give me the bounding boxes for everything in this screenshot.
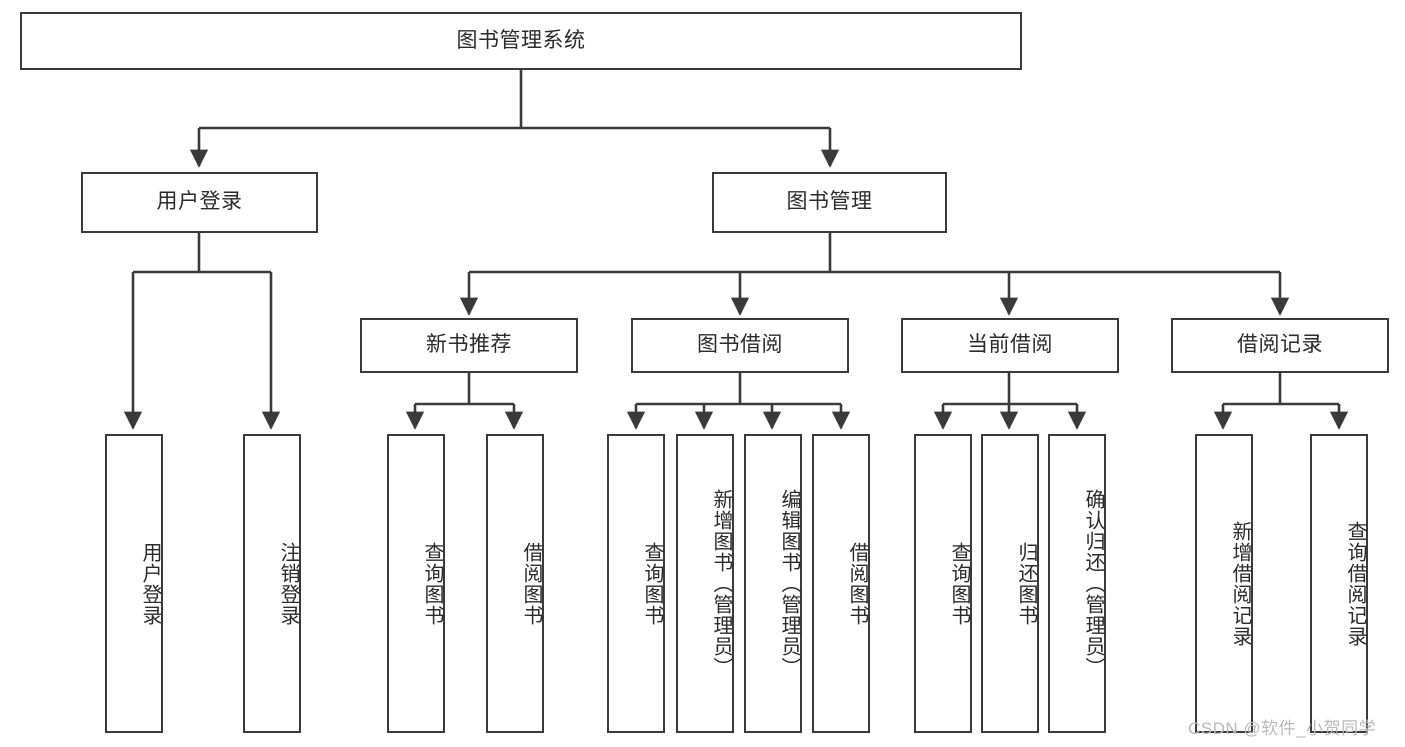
node-leaf-edit-book-admin-label: 编辑图书（管理员）: [778, 489, 800, 678]
node-leaf-query-book-new[interactable]: 查询图书: [387, 434, 445, 733]
node-leaf-borrow-book[interactable]: 借阅图书: [812, 434, 870, 733]
node-leaf-query-book-current[interactable]: 查询图书: [914, 434, 972, 733]
node-leaf-user-login-label: 用户登录: [139, 541, 161, 626]
node-leaf-logout[interactable]: 注销登录: [243, 434, 301, 733]
node-leaf-add-book-admin[interactable]: 新增图书（管理员）: [676, 434, 734, 733]
node-leaf-add-book-admin-label: 新增图书（管理员）: [710, 489, 732, 678]
node-leaf-edit-book-admin[interactable]: 编辑图书（管理员）: [744, 434, 802, 733]
node-leaf-query-book-current-label: 查询图书: [948, 541, 970, 626]
node-user-login-label: 用户登录: [156, 190, 243, 214]
node-borrow-record-label: 借阅记录: [1237, 333, 1323, 357]
node-book-borrow[interactable]: 图书借阅: [631, 318, 849, 373]
node-leaf-return-book-label: 归还图书: [1015, 541, 1037, 626]
node-book-management[interactable]: 图书管理: [712, 172, 947, 233]
node-book-management-label: 图书管理: [786, 190, 873, 214]
node-leaf-add-borrow-record[interactable]: 新增借阅记录: [1195, 434, 1253, 733]
node-current-borrow-label: 当前借阅: [967, 333, 1053, 357]
node-leaf-confirm-return-admin[interactable]: 确认归还（管理员）: [1048, 434, 1106, 733]
node-leaf-query-book-borrow[interactable]: 查询图书: [607, 434, 665, 733]
node-leaf-confirm-return-admin-label: 确认归还（管理员）: [1082, 489, 1104, 678]
node-new-book-recommend-label: 新书推荐: [426, 333, 512, 357]
node-leaf-return-book[interactable]: 归还图书: [981, 434, 1039, 733]
node-leaf-add-borrow-record-label: 新增借阅记录: [1229, 520, 1251, 647]
node-leaf-query-borrow-record[interactable]: 查询借阅记录: [1310, 434, 1368, 733]
node-leaf-query-borrow-record-label: 查询借阅记录: [1344, 520, 1366, 647]
node-new-book-recommend[interactable]: 新书推荐: [360, 318, 578, 373]
node-leaf-query-book-borrow-label: 查询图书: [641, 541, 663, 626]
node-borrow-record[interactable]: 借阅记录: [1171, 318, 1389, 373]
watermark: CSDN @软件_小贺同学: [1188, 719, 1377, 738]
node-root[interactable]: 图书管理系统: [20, 12, 1022, 70]
node-book-borrow-label: 图书借阅: [697, 333, 783, 357]
node-leaf-borrow-book-new[interactable]: 借阅图书: [486, 434, 544, 733]
node-leaf-user-login[interactable]: 用户登录: [105, 434, 163, 733]
node-user-login[interactable]: 用户登录: [81, 172, 318, 233]
node-leaf-borrow-book-label: 借阅图书: [846, 541, 868, 626]
node-leaf-borrow-book-new-label: 借阅图书: [520, 541, 542, 626]
node-leaf-query-book-new-label: 查询图书: [421, 541, 443, 626]
node-root-label: 图书管理系统: [456, 28, 586, 52]
node-leaf-logout-label: 注销登录: [277, 541, 299, 626]
node-current-borrow[interactable]: 当前借阅: [901, 318, 1119, 373]
